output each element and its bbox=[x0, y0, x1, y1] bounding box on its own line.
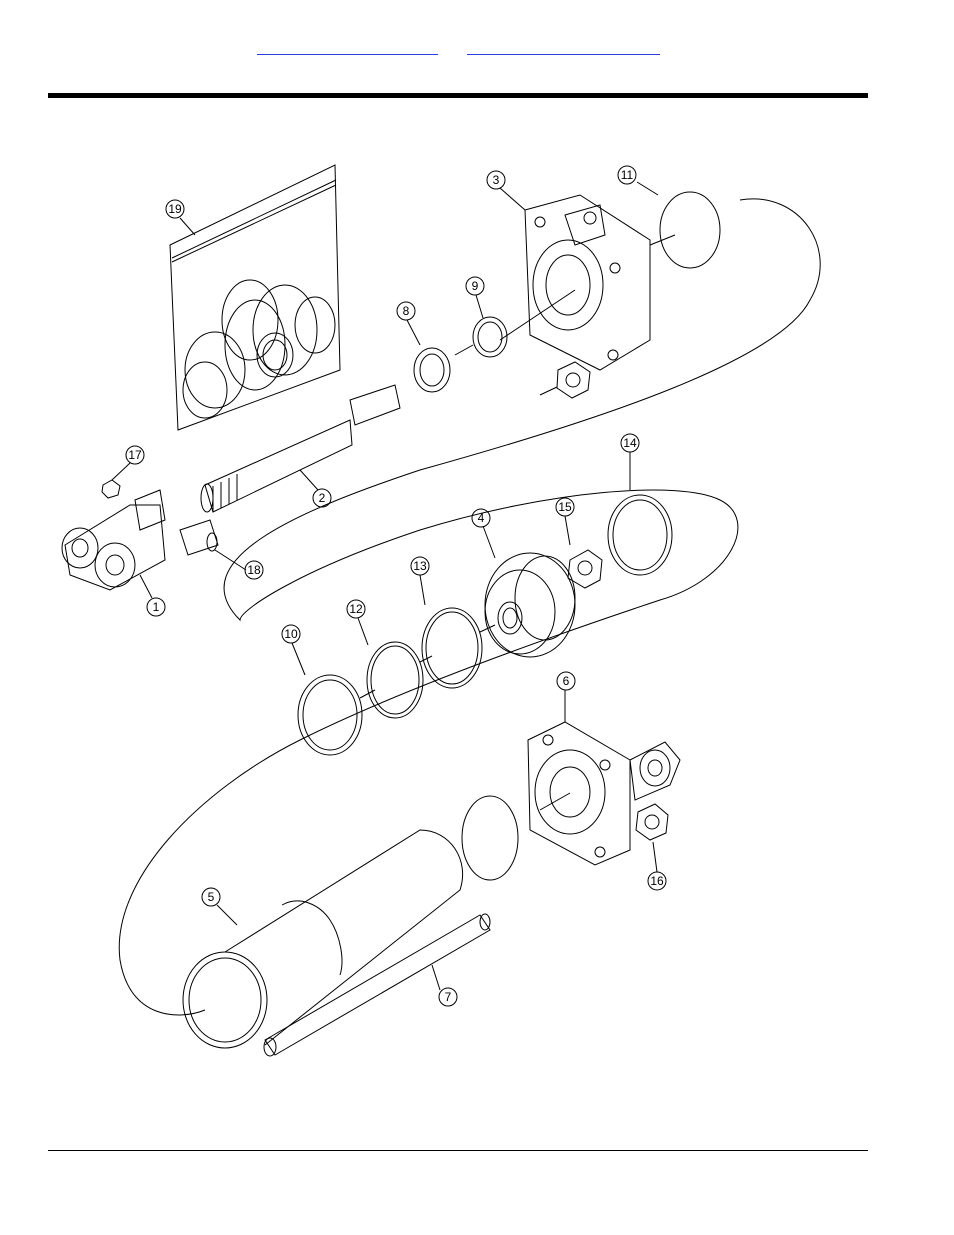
callout-12: 12 bbox=[347, 600, 365, 618]
seal-8 bbox=[414, 348, 450, 392]
callout-14: 14 bbox=[621, 434, 639, 452]
assembly-outline bbox=[119, 199, 820, 1015]
svg-text:7: 7 bbox=[445, 990, 452, 1004]
svg-text:13: 13 bbox=[413, 559, 427, 573]
nut-top bbox=[557, 362, 590, 398]
piston-rod bbox=[201, 385, 400, 512]
svg-text:19: 19 bbox=[168, 202, 182, 216]
callout-4: 4 bbox=[472, 509, 490, 527]
svg-text:11: 11 bbox=[621, 168, 634, 182]
svg-text:16: 16 bbox=[650, 874, 664, 888]
callout-5: 5 bbox=[202, 888, 220, 906]
ring-14 bbox=[608, 495, 672, 575]
clevis bbox=[62, 490, 165, 590]
callout-leaders bbox=[112, 182, 658, 990]
footer-rule bbox=[48, 1150, 868, 1151]
callout-18: 18 bbox=[245, 561, 263, 579]
svg-text:17: 17 bbox=[128, 448, 142, 462]
base-end-cap bbox=[528, 722, 680, 865]
callout-9: 9 bbox=[466, 277, 484, 295]
svg-text:1: 1 bbox=[153, 600, 160, 614]
seal-kit-bag bbox=[170, 165, 340, 430]
gland-cap bbox=[500, 195, 650, 370]
svg-text:10: 10 bbox=[284, 627, 298, 641]
cylinder-barrel bbox=[183, 830, 463, 1048]
svg-text:8: 8 bbox=[403, 304, 410, 318]
svg-text:12: 12 bbox=[349, 602, 363, 616]
svg-text:9: 9 bbox=[472, 279, 479, 293]
callout-19: 19 bbox=[166, 200, 184, 218]
nut-17 bbox=[102, 480, 120, 498]
svg-text:2: 2 bbox=[319, 491, 326, 505]
svg-text:14: 14 bbox=[623, 436, 637, 450]
callout-16: 16 bbox=[648, 872, 666, 890]
ring-12 bbox=[367, 642, 423, 718]
callout-8: 8 bbox=[397, 302, 415, 320]
callout-7: 7 bbox=[439, 988, 457, 1006]
svg-text:6: 6 bbox=[563, 674, 570, 688]
callout-6: 6 bbox=[557, 672, 575, 690]
callout-10: 10 bbox=[282, 625, 300, 643]
callout-1: 1 bbox=[147, 598, 165, 616]
callout-11: 11 bbox=[618, 166, 636, 184]
svg-text:15: 15 bbox=[558, 500, 572, 514]
svg-text:18: 18 bbox=[247, 563, 261, 577]
callout-3: 3 bbox=[487, 171, 505, 189]
callout-17: 17 bbox=[126, 446, 144, 464]
callouts: 1 2 3 4 5 6 7 8 9 10 11 12 13 14 15 16 1… bbox=[126, 166, 666, 1006]
piston bbox=[485, 553, 575, 657]
ring-13 bbox=[422, 608, 482, 688]
o-ring-base bbox=[462, 796, 518, 880]
callout-13: 13 bbox=[411, 557, 429, 575]
callout-2: 2 bbox=[313, 489, 331, 507]
tie-rod bbox=[264, 914, 490, 1056]
callout-15: 15 bbox=[556, 498, 574, 516]
svg-text:3: 3 bbox=[493, 173, 500, 187]
o-ring-11 bbox=[660, 192, 720, 268]
pin-18 bbox=[180, 520, 218, 555]
svg-text:4: 4 bbox=[478, 511, 485, 525]
svg-text:5: 5 bbox=[208, 890, 215, 904]
nut-16 bbox=[636, 804, 668, 840]
